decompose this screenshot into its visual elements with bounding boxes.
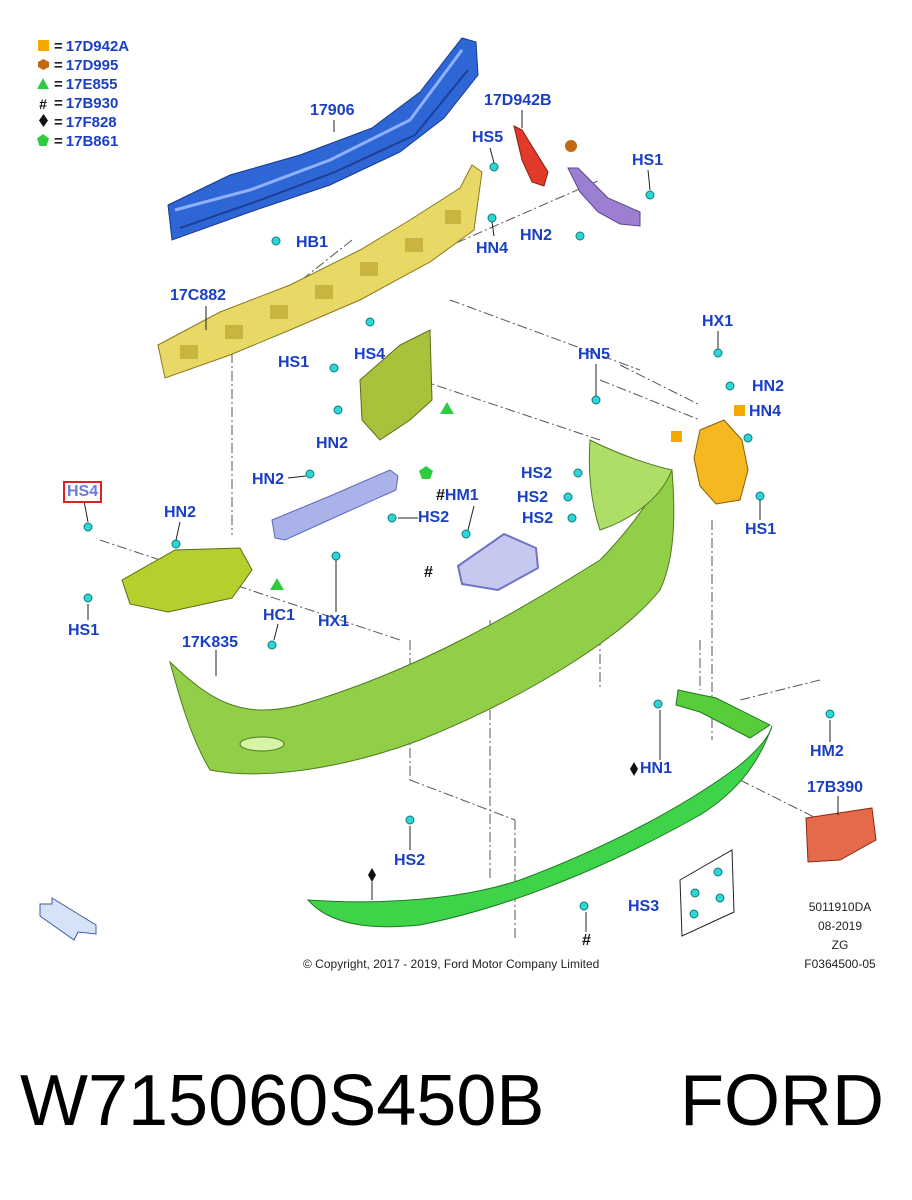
diamond-marker [630, 762, 638, 776]
callout-hn2-right: HN2 [752, 378, 785, 395]
lower-diffuser [306, 689, 773, 928]
reinforcement-beam [167, 37, 479, 241]
hash-prefix: # [436, 487, 445, 504]
legend-code: 17B930 [65, 95, 119, 112]
diamond-marker [368, 868, 376, 882]
legend: = 17D942A = 17D995 = 17E855 # = 17B930 =… [36, 37, 129, 151]
callout-hn4: HN4 [476, 240, 509, 257]
callout-hn1: HN1 [640, 760, 673, 777]
callout-hs2-center: HS2 [418, 509, 450, 526]
triangle-marker [270, 578, 284, 590]
bumper-cover [169, 439, 675, 775]
callout-hn2-center: HN2 [252, 471, 285, 488]
document-meta: 5011910DA 08-2019 ZG F0364500-05 [800, 898, 880, 974]
callout-hx1-center: HX1 [318, 613, 350, 630]
legend-item: = 17E855 [36, 75, 129, 94]
hash-symbol-icon: # [39, 95, 47, 112]
leader-lines [83, 110, 839, 932]
square-marker [734, 405, 745, 416]
brand-title: FORD [680, 1061, 884, 1141]
callout-17906: 17906 [310, 102, 355, 119]
callout-hx1-right: HX1 [702, 313, 734, 330]
square-symbol-icon [36, 38, 50, 55]
view-direction-arrow-icon [39, 897, 97, 941]
left-side-bracket [359, 329, 433, 441]
callout-hs1-mid: HS1 [278, 354, 310, 371]
callout-hs1-top: HS1 [632, 152, 664, 169]
callout-hs4-highlighted[interactable]: HS4 [63, 481, 103, 503]
callout-hs2-c: HS2 [522, 510, 554, 527]
legend-item: # = 17B930 [36, 94, 129, 113]
exploded-parts-diagram [39, 37, 877, 941]
doc-ref: F0364500-05 [804, 957, 876, 971]
purple-upper-bracket [567, 167, 641, 227]
legend-equals: = [54, 95, 63, 112]
legend-item: = 17B861 [36, 132, 129, 151]
hs3-clip-box [679, 849, 735, 937]
hexagon-symbol-icon [36, 57, 50, 74]
callout-hm2: HM2 [810, 743, 844, 760]
legend-code: 17E855 [65, 76, 118, 93]
triangle-symbol-icon [36, 76, 50, 93]
legend-item: = 17D942A [36, 37, 129, 56]
triangle-marker [440, 402, 454, 414]
hash-marker-label: # [424, 564, 433, 581]
hash-marker-bottom: # [582, 932, 591, 949]
square-marker [671, 431, 682, 442]
callout-hs2-bottom: HS2 [394, 852, 426, 869]
legend-code: 17F828 [65, 114, 117, 131]
right-orange-bracket [693, 419, 749, 505]
callout-hs4-mid: HS4 [354, 346, 386, 363]
callout-hs5: HS5 [472, 129, 504, 146]
callout-hb1: HB1 [296, 234, 329, 251]
legend-item: = 17F828 [36, 113, 129, 132]
callout-hm1: #HM1 [436, 487, 479, 505]
energy-absorber [157, 164, 483, 379]
diagram-canvas [39, 37, 877, 941]
legend-item: = 17D995 [36, 56, 129, 75]
doc-date: 08-2019 [817, 919, 863, 933]
doc-code: 5011910DA [808, 900, 872, 914]
callout-hs1-left: HS1 [68, 622, 100, 639]
pentagon-symbol-icon [36, 133, 50, 150]
legend-equals: = [54, 133, 63, 150]
part-number-title: W715060S450B [20, 1061, 545, 1141]
legend-code: 17B861 [65, 133, 119, 150]
hexagon-marker [565, 140, 577, 152]
legend-equals: = [54, 114, 63, 131]
callout-hn2-mid: HN2 [316, 435, 349, 452]
doc-zg: ZG [831, 938, 849, 952]
callout-17K835: 17K835 [182, 634, 239, 651]
red-bracket [513, 125, 549, 187]
legend-equals: = [54, 57, 63, 74]
callout-17C882: 17C882 [170, 287, 227, 304]
callout-hn4-right: HN4 [749, 403, 782, 420]
callout-hs3: HS3 [628, 898, 660, 915]
fastener-clips [83, 162, 835, 911]
hm1-text: HM1 [444, 487, 479, 504]
license-plate-bracket [456, 532, 540, 592]
callout-hn2-left: HN2 [164, 504, 197, 521]
red-plate [805, 807, 877, 863]
diamond-symbol-icon [36, 114, 50, 131]
callout-hn5: HN5 [578, 346, 611, 363]
left-lower-bracket [121, 547, 253, 613]
callout-hs1-right: HS1 [745, 521, 777, 538]
callout-hs2-a: HS2 [521, 465, 553, 482]
center-purple-bracket [271, 469, 399, 541]
copyright-notice: © Copyright, 2017 - 2019, Ford Motor Com… [303, 957, 600, 971]
callout-hc1: HC1 [263, 607, 296, 624]
legend-equals: = [54, 76, 63, 93]
legend-equals: = [54, 38, 63, 55]
callout-hs2-b: HS2 [517, 489, 549, 506]
legend-code: 17D942A [65, 38, 130, 55]
callout-hn2-top: HN2 [520, 227, 553, 244]
legend-code: 17D995 [65, 57, 119, 74]
callout-17B390: 17B390 [807, 779, 864, 796]
callout-17D942B: 17D942B [484, 92, 552, 109]
pentagon-marker [419, 466, 433, 479]
